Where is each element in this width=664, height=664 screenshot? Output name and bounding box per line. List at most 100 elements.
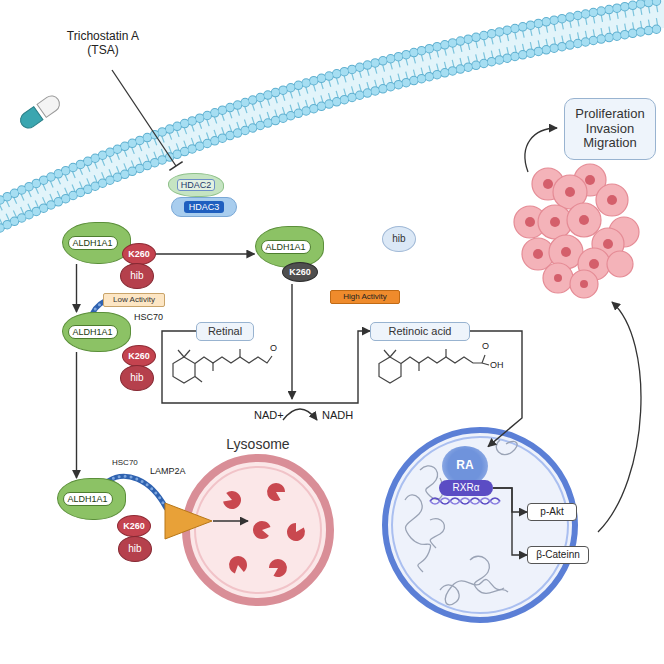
cell-nucleus — [561, 247, 571, 257]
residue-ellipse: K260 — [282, 262, 318, 282]
modification-circle: hib — [120, 365, 154, 391]
methyl — [418, 363, 419, 371]
chain — [195, 356, 272, 364]
connector-arrow — [493, 488, 527, 555]
enzyme-shape: HDAC2 — [168, 173, 224, 197]
lipid-tails — [0, 21, 664, 221]
methyl — [384, 350, 390, 357]
connector-arrow — [76, 352, 77, 478]
connector-arrow — [156, 253, 255, 254]
lipid-heads — [0, 0, 664, 200]
molecule-box: Retinoic acid — [370, 322, 470, 341]
receptor-shape: RXRα — [439, 480, 493, 496]
node-text: p-Akt — [540, 506, 563, 518]
degradation-fragments — [222, 480, 308, 580]
node-text: HDAC2 — [177, 179, 216, 191]
import-arrow — [213, 520, 248, 521]
outcome-box: Proliferation Invasion Migration — [564, 98, 656, 160]
signal-arrow — [598, 302, 641, 532]
retinoic-acid-structure — [379, 349, 489, 383]
cell — [543, 263, 573, 293]
pill-half — [17, 107, 43, 132]
activity-tag: High Activity — [330, 290, 400, 304]
enzyme-shape: HDAC3 — [171, 197, 237, 217]
lipid-heads — [0, 28, 664, 228]
lysosome-drawing — [165, 458, 330, 602]
lipid-heads — [0, 28, 664, 228]
cell-nucleus — [579, 215, 589, 225]
node-text: hib — [130, 270, 143, 282]
connector-arrow — [76, 264, 77, 312]
target-box: β-Cateinn — [527, 546, 589, 564]
methyl — [184, 350, 190, 357]
node-text: K260 — [289, 267, 311, 277]
methyl — [212, 363, 213, 371]
node-text: RA — [456, 459, 473, 473]
cell-nucleus — [607, 195, 617, 205]
node-text: High Activity — [343, 292, 387, 301]
node-text: Proliferation Invasion Migration — [575, 107, 644, 152]
chromatin — [405, 440, 517, 605]
methyl — [239, 349, 240, 357]
node-text: Lysosome — [226, 436, 289, 452]
tumour-cluster — [514, 164, 639, 298]
chromatin-strand — [470, 556, 508, 593]
protein-label: HSC70 — [112, 458, 138, 467]
modification-circle: hib — [382, 226, 416, 252]
node-text: RXRα — [453, 482, 480, 494]
chain — [401, 357, 482, 364]
node-text: Retinal — [208, 325, 242, 338]
ring — [379, 357, 401, 383]
methyl — [390, 350, 396, 357]
fragment — [228, 555, 249, 575]
node-text: K260 — [128, 249, 150, 259]
node-text: hib — [128, 543, 141, 555]
cell-nucleus — [580, 280, 588, 288]
atom-label: O — [270, 343, 277, 353]
lysosome-inner — [195, 467, 321, 593]
node-text: ALDH1A1 — [68, 325, 118, 339]
carbonyl — [482, 355, 485, 363]
retinal-structure — [173, 349, 272, 383]
fragment — [222, 489, 244, 512]
outcome-arrow — [525, 128, 557, 172]
cell — [570, 270, 598, 298]
nuclear-envelope-inner — [392, 437, 568, 613]
atom-label: OH — [490, 360, 504, 370]
protein-blob: ALDH1A1 — [57, 478, 126, 520]
cell — [596, 184, 628, 216]
cell-membrane — [0, 0, 664, 228]
catalysis-arrow — [291, 284, 292, 399]
methyl — [445, 349, 446, 357]
pill-half — [37, 93, 63, 118]
target-box: p-Akt — [527, 503, 577, 521]
lipid-heads — [0, 0, 664, 200]
modification-circle: hib — [120, 263, 154, 289]
cell-nuclei — [525, 175, 617, 288]
node-text: β-Cateinn — [536, 549, 580, 561]
cell-nucleus-drawing — [385, 430, 575, 620]
node-text: ALDH1A1 — [261, 240, 311, 254]
cell-nucleus — [603, 239, 613, 249]
hydroxyl — [482, 363, 489, 365]
lamp2a-channel — [165, 503, 212, 539]
cell-nucleus — [533, 249, 543, 259]
cell-nucleus — [525, 217, 535, 227]
cofactor-arrow — [283, 409, 317, 420]
cell-nucleus — [589, 259, 599, 269]
drug-pill — [17, 93, 62, 131]
dna-strand — [430, 498, 500, 504]
nuclear-envelope — [385, 430, 575, 620]
protein-blob: ALDH1A1 — [255, 226, 324, 268]
molecule-box: Retinal — [196, 322, 254, 341]
connector-arrow — [162, 331, 370, 403]
connector-arrow — [493, 488, 527, 512]
protein-blob: ALDH1A1 — [62, 312, 131, 352]
activity-tag: Low Activity — [103, 293, 165, 307]
cell-nucleus — [550, 217, 560, 227]
cell — [607, 251, 633, 277]
fragment — [284, 521, 308, 545]
atom-label: O — [482, 341, 489, 351]
node-text: hib — [130, 372, 143, 384]
cofactor-label: NAD+ — [254, 409, 284, 422]
